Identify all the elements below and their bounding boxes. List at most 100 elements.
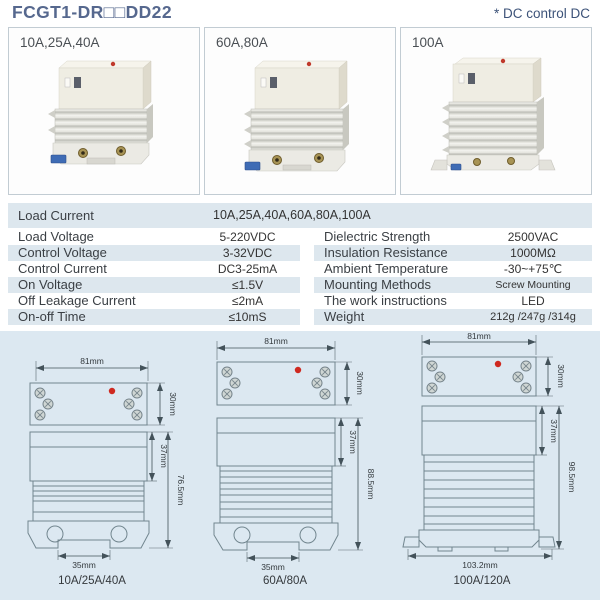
dim-total: 76.5mm bbox=[176, 475, 186, 506]
height-dimension: 30mm bbox=[335, 361, 365, 406]
width-dimension: 81mm bbox=[421, 331, 537, 355]
base-screw-icon bbox=[473, 158, 481, 166]
screw-icon bbox=[34, 409, 46, 421]
base-screw-icon bbox=[507, 157, 515, 165]
body-dimension: 37mm bbox=[335, 417, 363, 467]
blue-connector bbox=[50, 154, 67, 164]
base-screw-center bbox=[81, 151, 85, 155]
spec-value: ≤1.5V bbox=[231, 278, 264, 292]
product-panel-10-25-40: 10A,25A,40A bbox=[8, 27, 200, 195]
screw-icon bbox=[512, 371, 524, 383]
screw-icon bbox=[520, 360, 532, 372]
body-dimension: 37mm bbox=[147, 431, 173, 482]
din-clip bbox=[437, 546, 453, 552]
header: FCGT1-DR□□DD22 * DC control DC bbox=[0, 0, 600, 26]
height-dimension: 30mm bbox=[147, 382, 178, 426]
dim-height: 30mm bbox=[556, 364, 566, 388]
mounting-hole bbox=[299, 526, 317, 544]
product-label: 60A,80A bbox=[216, 35, 268, 50]
spec-label: Control Voltage bbox=[18, 245, 107, 260]
top-view bbox=[421, 356, 537, 397]
spec-row: On Voltage ≤1.5V Mounting Methods Screw Mo… bbox=[8, 277, 592, 293]
spec-label: Mounting Methods bbox=[324, 277, 431, 292]
spec-label: On Voltage bbox=[18, 277, 83, 292]
heatsink-fins bbox=[54, 108, 148, 144]
screw-icon bbox=[319, 366, 331, 378]
product-label: 100A bbox=[412, 35, 444, 50]
fin-edges bbox=[442, 104, 449, 153]
relay-side-face bbox=[142, 60, 152, 110]
product-panel-60-80: 60A,80A bbox=[204, 27, 396, 195]
spec-value: -30~+75℃ bbox=[503, 262, 563, 276]
relay-top-face bbox=[254, 60, 348, 69]
spec-value: 3-32VDC bbox=[222, 246, 273, 260]
base-dimension: 35mm bbox=[246, 552, 300, 572]
heatsink-side bbox=[343, 104, 349, 150]
dim-height: 30mm bbox=[168, 392, 178, 416]
total-dimension: 88.5mm bbox=[338, 418, 376, 551]
dim-total: 88.5mm bbox=[366, 469, 376, 500]
dim-body: 37mm bbox=[549, 419, 559, 443]
dim-total: 98.5mm bbox=[567, 462, 577, 493]
terminal-slot-dark bbox=[270, 77, 277, 88]
spec-label: Ambient Temperature bbox=[324, 261, 449, 276]
screw-icon bbox=[123, 398, 135, 410]
screw-icon bbox=[426, 382, 438, 394]
spec-row: Off Leakage Current≤2mA The work instruc… bbox=[8, 293, 592, 309]
mounting-hole bbox=[110, 525, 128, 543]
height-dimension: 30mm bbox=[536, 356, 566, 397]
dim-base: 35mm bbox=[72, 560, 96, 570]
spec-value: Screw Mounting bbox=[495, 279, 571, 291]
relay-photo-medium bbox=[244, 60, 349, 172]
spec-label: Load Voltage bbox=[18, 229, 94, 244]
heatsink-fins bbox=[448, 101, 538, 156]
front-view bbox=[213, 417, 339, 551]
drawing-100-120: 81mm 30mm bbox=[402, 331, 577, 587]
screw-icon bbox=[131, 409, 143, 421]
mounting-flange bbox=[538, 536, 556, 548]
page-title: FCGT1-DR□□DD22 bbox=[12, 2, 172, 22]
led-indicator-icon bbox=[500, 58, 506, 64]
spec-label: Control Current bbox=[18, 261, 107, 276]
dc-control-note: * DC control DC bbox=[493, 6, 590, 21]
drawing-caption: 60A/80A bbox=[263, 575, 307, 587]
dim-width: 81mm bbox=[264, 336, 288, 346]
blue-connector bbox=[244, 161, 261, 171]
width-dimension: 81mm bbox=[216, 336, 336, 360]
terminal-slot bbox=[64, 77, 71, 88]
heatsink-side bbox=[147, 104, 153, 143]
spec-label: Weight bbox=[324, 309, 365, 324]
terminal-slot bbox=[260, 77, 267, 88]
relay-photo-large bbox=[430, 57, 556, 171]
dim-base: 103.2mm bbox=[462, 560, 497, 570]
led-indicator-icon bbox=[306, 61, 312, 67]
din-base-profile bbox=[27, 520, 150, 549]
total-dimension: 76.5mm bbox=[149, 432, 186, 549]
drawing-10-25-40: 81mm 30mm 37mm bbox=[27, 356, 186, 587]
dim-height: 30mm bbox=[355, 371, 365, 395]
base-dimension: 35mm bbox=[57, 550, 111, 570]
terminal-slot bbox=[458, 73, 465, 84]
din-clip bbox=[494, 546, 509, 552]
spec-label: Dielectric Strength bbox=[324, 229, 431, 244]
spec-row-load-current: Load Current 10A,25A,40A,60A,80A,100A bbox=[8, 203, 592, 228]
screw-icon bbox=[229, 377, 241, 389]
terminal-slot-dark bbox=[468, 73, 475, 84]
mounting-hole bbox=[233, 526, 251, 544]
din-slot bbox=[282, 164, 312, 171]
relay-photo-small bbox=[48, 60, 153, 165]
heatsink-side bbox=[537, 97, 544, 155]
blue-connector bbox=[450, 163, 462, 171]
fin-edges bbox=[48, 110, 55, 134]
mounting-foot bbox=[430, 159, 448, 171]
led-dot-icon bbox=[294, 366, 302, 374]
spec-value: 212g /247g /314g bbox=[490, 311, 576, 323]
relay-top-face bbox=[454, 57, 542, 65]
led-dot-icon bbox=[108, 387, 116, 395]
base-screw-center bbox=[275, 158, 279, 162]
din-slot bbox=[86, 157, 116, 165]
mounting-flange bbox=[402, 536, 420, 548]
base-screw-center bbox=[317, 156, 321, 160]
spec-label: Off Leakage Current bbox=[18, 293, 136, 308]
